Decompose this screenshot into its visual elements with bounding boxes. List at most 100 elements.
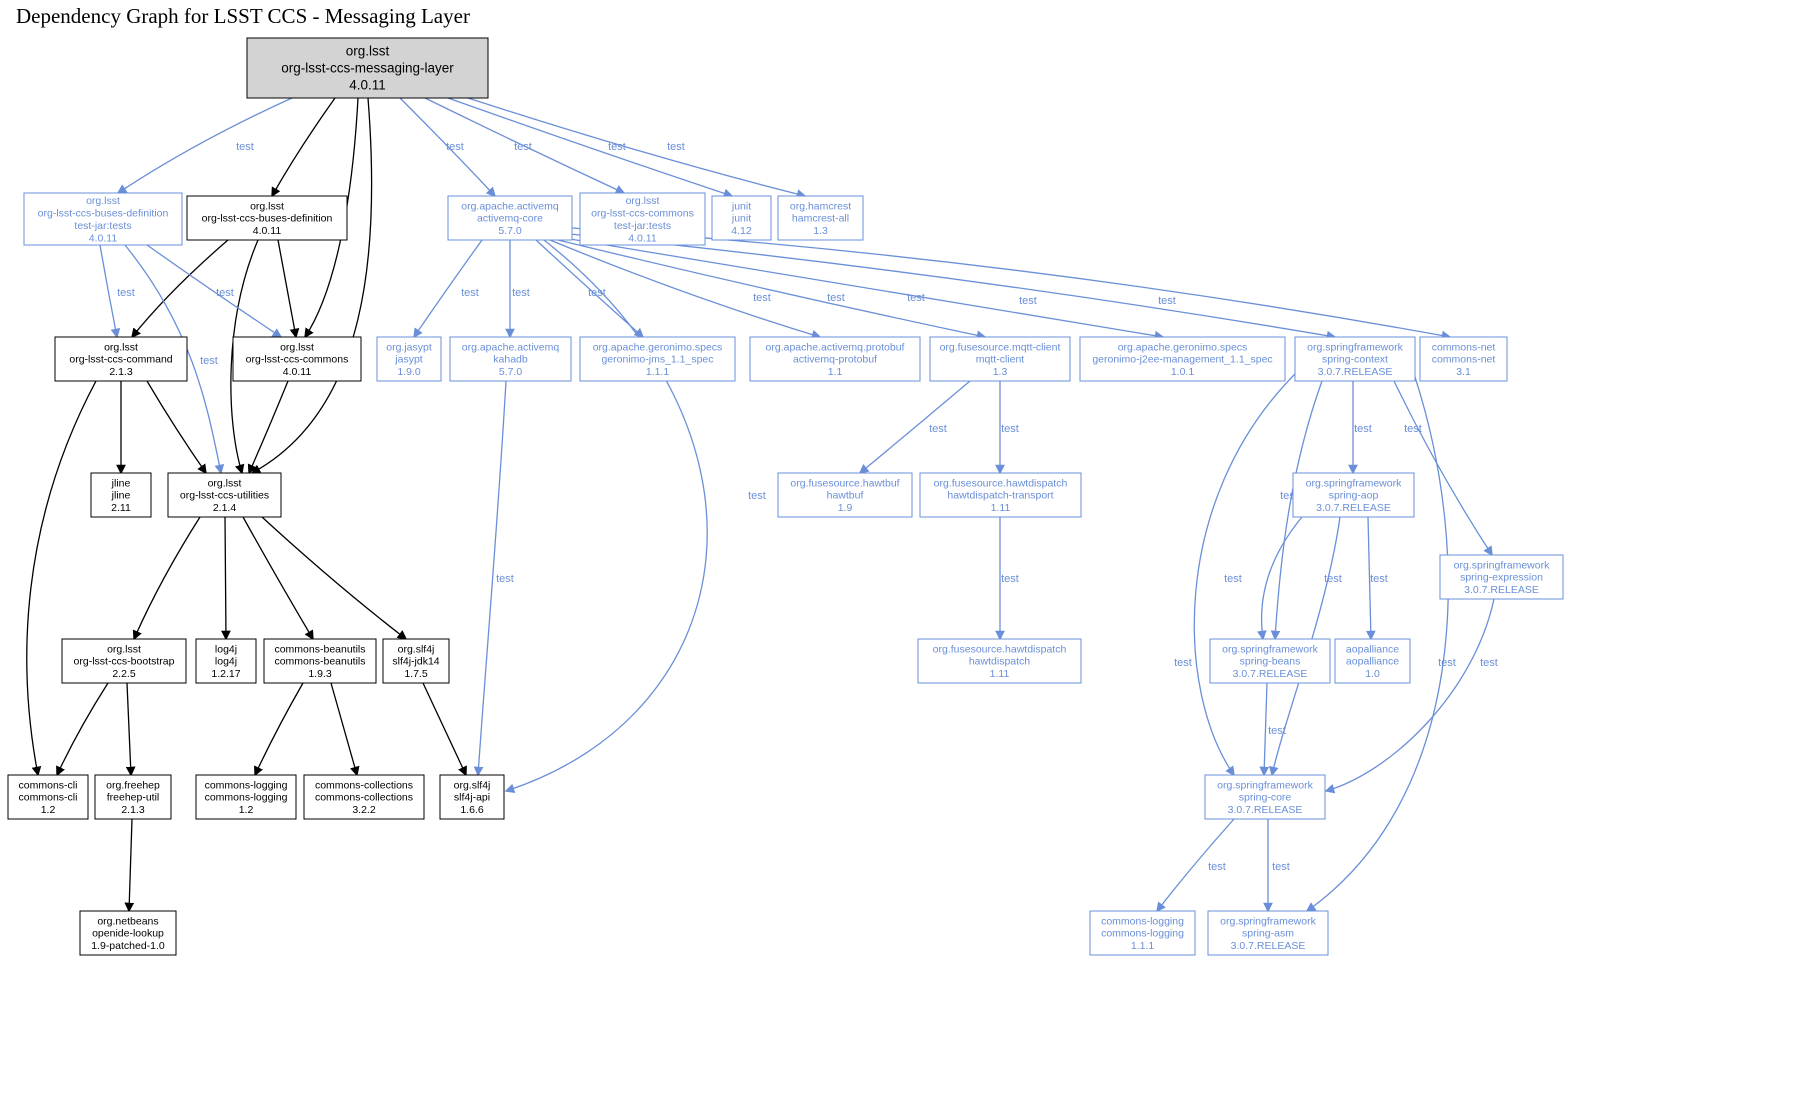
edge-messaging-layer--ccs-utilities: [250, 97, 373, 474]
node-ccs-commons-tests: org.lsstorg-lsst-ccs-commonstest-jar:tes…: [579, 192, 706, 246]
node-label: jasypt: [394, 354, 423, 366]
edge-spring-context--spring-asm: [1305, 376, 1449, 912]
node-label: commons-logging: [1101, 928, 1184, 940]
edge-ccs-utilities--log4j: [221, 516, 231, 641]
edge-messaging-layer--buses-definition: [271, 97, 336, 198]
edge-scope-label: test: [216, 287, 234, 299]
node-label: jline: [111, 490, 131, 502]
node-messaging-layer: org.lsstorg-lsst-ccs-messaging-layer4.0.…: [246, 37, 489, 99]
node-label: org-lsst-ccs-bootstrap: [74, 656, 175, 668]
edge-ccs-bootstrap--freehep-util: [125, 682, 136, 777]
node-label: log4j: [215, 643, 237, 655]
node-label: org.apache.activemq.protobuf: [766, 341, 905, 353]
node-label: spring-expression: [1460, 572, 1543, 584]
edge-spring-aop--spring-beans: [1257, 516, 1303, 641]
edge-scope-label: test: [461, 287, 479, 299]
node-label: 1.11: [991, 502, 1011, 514]
node-label: org.fusesource.hawtdispatch: [933, 643, 1067, 655]
node-label: hawtdispatch: [969, 656, 1030, 668]
node-box: [1439, 554, 1564, 600]
edge-messaging-layer--hamcrest-all: [467, 97, 807, 199]
node-label: 4.0.11: [89, 232, 118, 244]
node-label: 1.2: [41, 804, 56, 816]
node-activemq-protobuf: org.apache.activemq.protobufactivemq-pro…: [749, 336, 921, 382]
node-box: [1207, 910, 1329, 956]
node-label: commons-collections: [315, 792, 413, 804]
node-label: org.springframework: [1454, 559, 1550, 571]
node-box: [7, 774, 89, 820]
edge-buses-definition-tests--ccs-command: [99, 244, 121, 339]
node-label: 1.9: [838, 502, 853, 514]
node-geronimo-j2ee-management-spec: org.apache.geronimo.specsgeronimo-j2ee-m…: [1079, 336, 1286, 382]
node-label: 1.9-patched-1.0: [91, 940, 165, 952]
edge-messaging-layer--junit: [447, 97, 734, 199]
node-spring-aop: org.springframeworkspring-aop3.0.7.RELEA…: [1292, 472, 1415, 518]
node-box: [303, 774, 425, 820]
edge-scope-label: test: [1268, 725, 1286, 737]
node-label: org.springframework: [1220, 915, 1316, 927]
node-box: [90, 472, 152, 518]
node-label: 1.2.17: [211, 668, 240, 680]
edge-scope-label: test: [446, 141, 464, 153]
node-label: 4.0.11: [349, 78, 386, 93]
node-label: org-lsst-ccs-command: [69, 354, 172, 366]
edge-spring-aop--aopalliance: [1365, 516, 1376, 641]
edge-kahadb--slf4j-api: [473, 380, 507, 777]
node-label: org.lsst: [280, 341, 314, 353]
node-label: org.springframework: [1306, 477, 1402, 489]
node-label: 4.0.11: [628, 232, 657, 244]
edge-scope-label: test: [512, 287, 530, 299]
node-label: 4.0.11: [283, 366, 312, 378]
node-label: 1.2: [239, 804, 254, 816]
node-label: 1.3: [813, 225, 828, 237]
node-label: org-lsst-ccs-commons: [246, 354, 349, 366]
node-label: org.lsst: [86, 195, 120, 207]
node-label: openide-lookup: [92, 928, 164, 940]
node-buses-definition-tests: org.lsstorg-lsst-ccs-buses-definitiontes…: [23, 192, 183, 246]
node-label: commons-beanutils: [274, 643, 365, 655]
node-label: org-lsst-ccs-messaging-layer: [281, 61, 454, 76]
node-spring-context: org.springframeworkspring-context3.0.7.R…: [1294, 336, 1416, 382]
edge-activemq-core--slf4j-api: [504, 239, 708, 794]
node-label: jline: [111, 477, 131, 489]
node-label: 3.0.7.RELEASE: [1464, 584, 1539, 596]
node-label: org.lsst: [626, 195, 660, 207]
edge-activemq-core--jasypt: [413, 239, 483, 339]
node-box: [94, 774, 172, 820]
node-label: 1.9.3: [308, 668, 332, 680]
node-label: mqtt-client: [976, 354, 1025, 366]
edge-ccs-commons--ccs-utilities: [247, 380, 289, 475]
node-label: kahadb: [493, 354, 528, 366]
edge-scope-label: test: [588, 287, 606, 299]
node-geronimo-jms-spec: org.apache.geronimo.specsgeronimo-jms_1.…: [579, 336, 736, 382]
node-label: hawtdispatch-transport: [947, 490, 1053, 502]
node-box: [1292, 472, 1415, 518]
node-label: 1.6.6: [460, 804, 484, 816]
node-label: org.slf4j: [454, 779, 491, 791]
node-label: org-lsst-ccs-buses-definition: [202, 213, 333, 225]
edge-scope-label: test: [1001, 573, 1019, 585]
node-box: [439, 774, 505, 820]
node-label: spring-aop: [1329, 490, 1379, 502]
edge-buses-definition--ccs-commons: [277, 239, 300, 339]
node-label: junit: [731, 200, 751, 212]
node-box: [917, 638, 1082, 684]
node-spring-expression: org.springframeworkspring-expression3.0.…: [1439, 554, 1564, 600]
node-label: 2.1.4: [213, 502, 237, 514]
node-label: commons-logging: [205, 792, 288, 804]
node-label: 1.1.1: [646, 366, 670, 378]
node-label: commons-logging: [205, 779, 288, 791]
node-label: commons-logging: [1101, 915, 1184, 927]
node-label: org.slf4j: [398, 643, 435, 655]
node-label: org.apache.geronimo.specs: [593, 341, 723, 353]
node-box: [449, 336, 572, 382]
